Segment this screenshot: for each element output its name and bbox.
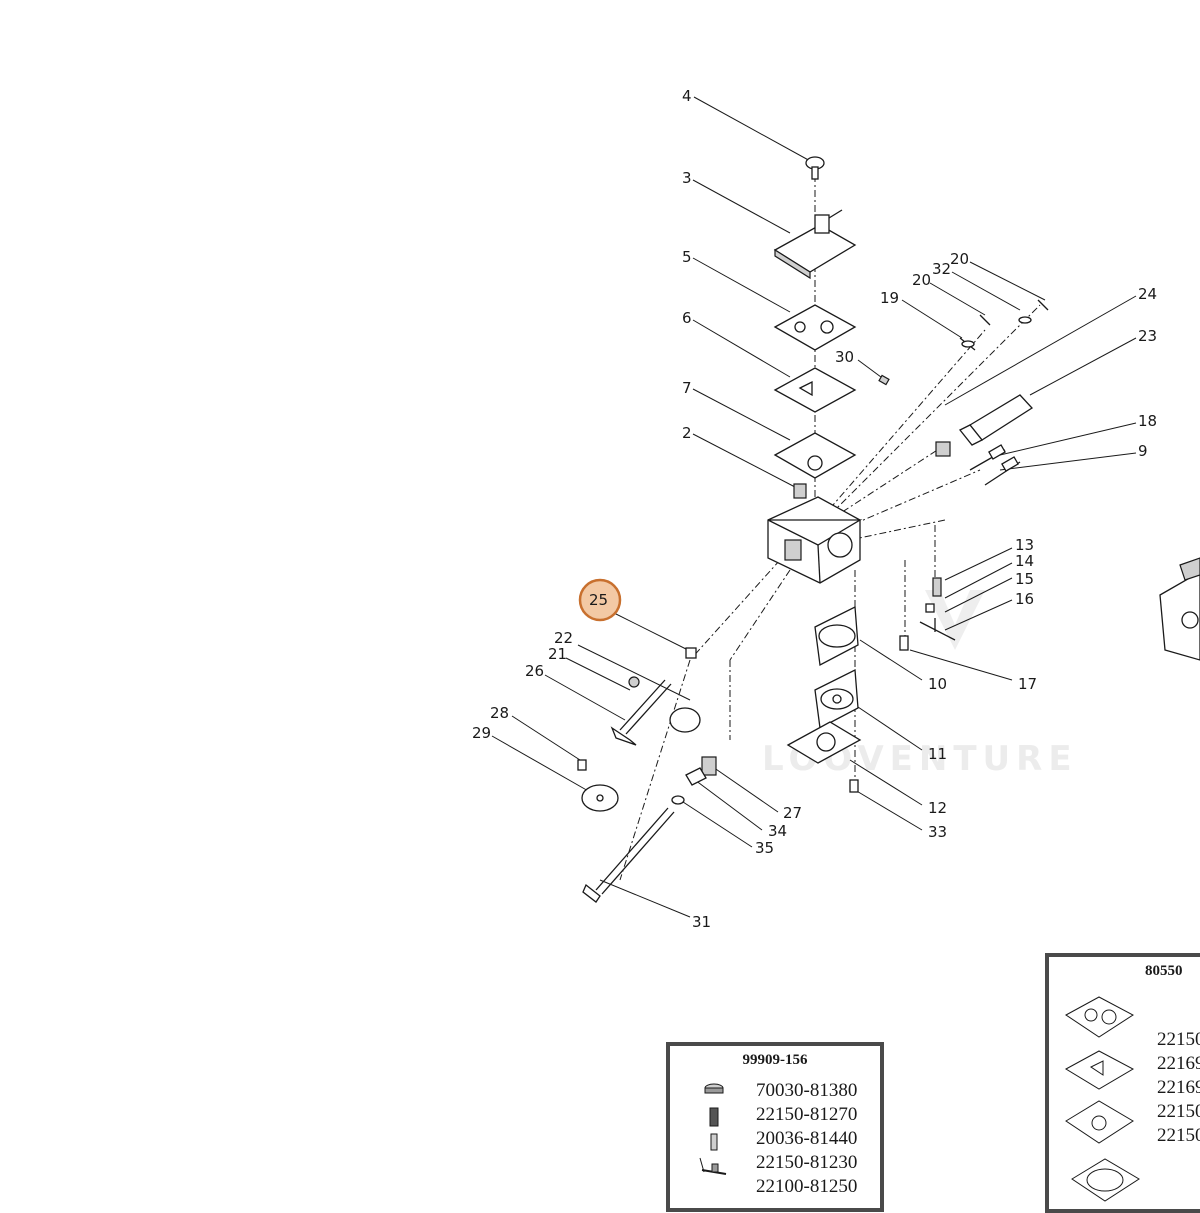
part-gasket-10 [814, 605, 859, 667]
part-sleeve-24 [935, 441, 951, 457]
part-lever-34 [685, 767, 707, 786]
part-choke-plate [669, 707, 701, 733]
part-gasket-5 [773, 304, 857, 351]
callout-22: 22 [554, 629, 573, 647]
part-clip-25 [685, 647, 697, 659]
part-diaphragm-11 [814, 668, 859, 730]
part-spring-27 [701, 756, 717, 776]
callout-6: 6 [682, 309, 692, 327]
part-choke-shaft-22 [610, 679, 672, 746]
callout-23: 23 [1138, 327, 1157, 345]
callout-9: 9 [1138, 442, 1148, 460]
part-throttle-plate-29 [581, 784, 619, 812]
callout-21: 21 [548, 645, 567, 663]
callout-16: 16 [1015, 590, 1034, 608]
part-screw-19 [959, 337, 976, 351]
kit-part-number: 22150 [1157, 1029, 1200, 1050]
part-needle-18 [969, 444, 1006, 471]
callout-11: 11 [928, 745, 947, 763]
part-plate-7 [773, 432, 857, 479]
part-assembled-carburetor [1159, 557, 1200, 661]
callout-20b: 20 [950, 250, 969, 268]
callout-33: 33 [928, 823, 947, 841]
kit-box-small: 99909-156 70030-81380 22150-81270 20036-… [666, 1042, 884, 1212]
callout-10: 10 [928, 675, 947, 693]
callout-18: 18 [1138, 412, 1157, 430]
callout-15: 15 [1015, 570, 1034, 588]
highlight-circle [578, 578, 622, 622]
plate-icon [1065, 1100, 1134, 1144]
part-ball-21 [628, 676, 640, 688]
part-screw-17 [899, 635, 909, 651]
spring-icon [709, 1107, 719, 1127]
kit-part-number: 70030-81380 [756, 1080, 858, 1101]
callout-labels: 4 3 5 6 7 2 30 19 20 32 20 24 23 18 9 13… [472, 87, 1157, 931]
callout-17: 17 [1018, 675, 1037, 693]
callout-14: 14 [1015, 552, 1034, 570]
callout-24: 24 [1138, 285, 1157, 303]
part-diaphragm-6 [773, 367, 857, 413]
part-throttle-shaft-31 [582, 807, 675, 903]
part-spring-13-16 [919, 577, 956, 641]
kit-part-number: 22150 [1157, 1125, 1200, 1146]
part-spring-2 [793, 483, 807, 499]
kit-part-number: 22100-81250 [756, 1176, 858, 1197]
part-screw-28 [577, 759, 587, 771]
kit-box-large: 80550 22150 22169 22169 22150 22150 [1045, 953, 1200, 1213]
part-screw-33 [849, 779, 859, 793]
part-screw-4 [805, 156, 825, 180]
part-cover-3 [773, 209, 857, 280]
kit-title: 99909-156 [742, 1052, 808, 1068]
callout-5: 5 [682, 248, 692, 266]
gasket-icon [1065, 996, 1134, 1038]
part-needle-20a [979, 314, 991, 326]
needle-icon [710, 1133, 718, 1151]
part-plug-30 [878, 374, 890, 386]
kit-part-number: 22169 [1157, 1077, 1200, 1098]
callout-27: 27 [783, 804, 802, 822]
callout-3: 3 [682, 169, 692, 187]
part-needle-9 [984, 456, 1021, 486]
callout-20a: 20 [912, 271, 931, 289]
callout-31: 31 [692, 913, 711, 931]
part-carburetor-body [767, 496, 863, 584]
callout-13: 13 [1015, 536, 1034, 554]
part-cover-12 [786, 721, 862, 764]
part-pump-23 [958, 394, 1034, 446]
kit-part-number: 20036-81440 [756, 1128, 858, 1149]
part-screw-32 [1018, 316, 1032, 324]
callout-12: 12 [928, 799, 947, 817]
callout-35: 35 [755, 839, 774, 857]
part-needle-20b [1037, 299, 1049, 311]
callout-19: 19 [880, 289, 899, 307]
part-washer-35 [671, 795, 685, 805]
gasket-ring-icon [1071, 1158, 1140, 1202]
kit-part-number: 22150-81270 [756, 1104, 858, 1125]
kit-part-number: 22169 [1157, 1053, 1200, 1074]
kit-title: 80550 [1145, 963, 1183, 979]
leader-lines [491, 96, 1137, 918]
callout-29: 29 [472, 724, 491, 742]
diaphragm-icon [1064, 1050, 1135, 1090]
callout-7: 7 [682, 379, 692, 397]
callout-28: 28 [490, 704, 509, 722]
callout-32: 32 [932, 260, 951, 278]
callout-2: 2 [682, 424, 692, 442]
callout-25: 25 [589, 591, 608, 609]
callout-30: 30 [835, 348, 854, 366]
lever-icon [699, 1157, 727, 1175]
callout-34: 34 [768, 822, 787, 840]
kit-part-number: 22150-81230 [756, 1152, 858, 1173]
callout-4: 4 [682, 87, 692, 105]
kit-part-number: 22150 [1157, 1101, 1200, 1122]
callout-26: 26 [525, 662, 544, 680]
seal-icon [704, 1083, 724, 1094]
